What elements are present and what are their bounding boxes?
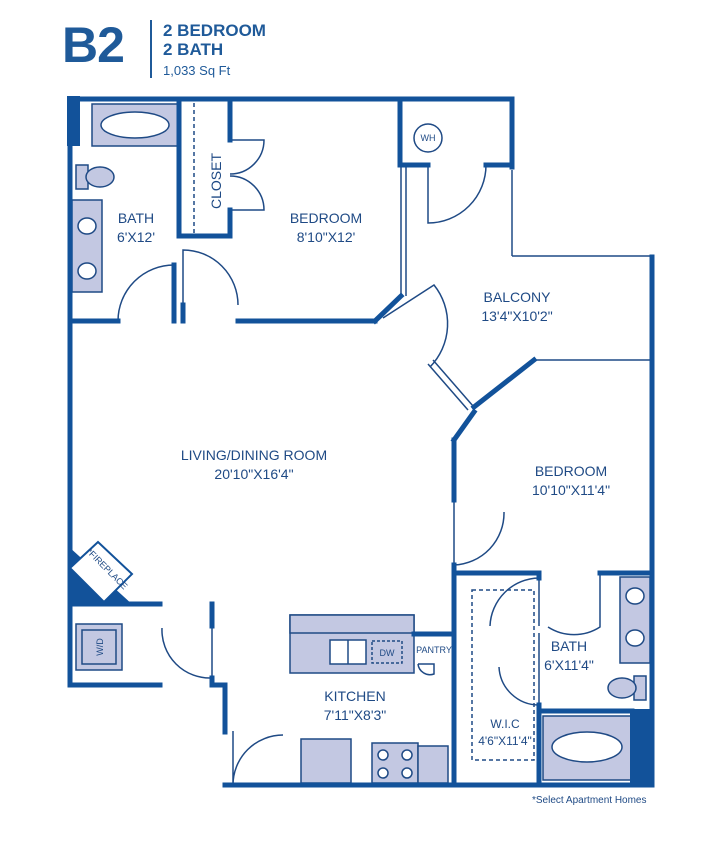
kitchen-name: KITCHEN bbox=[324, 688, 385, 704]
refrigerator bbox=[300, 738, 352, 784]
toilet-lower bbox=[607, 675, 647, 701]
pantry-label: PANTRY bbox=[416, 645, 452, 655]
bath2-name: BATH bbox=[551, 638, 587, 654]
wic-name: W.I.C bbox=[490, 717, 520, 731]
balcony-name: BALCONY bbox=[484, 289, 552, 305]
fireplace bbox=[68, 540, 134, 604]
bath2-size: 6'X11'4" bbox=[544, 657, 594, 673]
counter-right bbox=[417, 745, 449, 784]
square-footage: 1,033 Sq Ft bbox=[163, 63, 231, 78]
bath1-name: BATH bbox=[118, 210, 154, 226]
thin-lines bbox=[193, 103, 652, 411]
bedroom1-name: BEDROOM bbox=[290, 210, 362, 226]
water-heater-label: WH bbox=[421, 133, 436, 143]
walls bbox=[67, 96, 655, 788]
sink-lower-2 bbox=[625, 629, 645, 647]
living-name: LIVING/DINING ROOM bbox=[181, 447, 327, 463]
water-heater bbox=[413, 123, 443, 153]
dishwasher-box bbox=[371, 640, 403, 664]
bedroom2-name: BEDROOM bbox=[535, 463, 607, 479]
bath1-size: 6'X12' bbox=[117, 229, 155, 245]
balcony-size: 13'4"X10'2" bbox=[481, 308, 552, 324]
dishwasher-label: DW bbox=[380, 648, 395, 658]
kitchen-counter-upper bbox=[289, 614, 415, 634]
closet-label: CLOSET bbox=[208, 153, 224, 209]
washer-dryer-label: W/D bbox=[95, 638, 105, 656]
vanity-lower bbox=[619, 576, 651, 664]
washer-dryer bbox=[75, 623, 123, 671]
wic-shelving bbox=[471, 589, 535, 761]
sink-upper-2 bbox=[77, 262, 97, 280]
header-divider bbox=[150, 20, 152, 78]
footnote: *Select Apartment Homes bbox=[532, 795, 647, 806]
tub-basin-lower bbox=[551, 731, 623, 763]
unit-code: B2 bbox=[62, 17, 125, 73]
sink-upper-1 bbox=[77, 217, 97, 235]
wic-size: 4'6"X11'4" bbox=[478, 734, 532, 748]
bedroom1-size: 8'10"X12' bbox=[297, 229, 356, 245]
fixtures bbox=[71, 103, 651, 784]
sink-lower-1 bbox=[625, 587, 645, 605]
bedroom-count: 2 BEDROOM bbox=[163, 21, 266, 40]
bedroom2-size: 10'10"X11'4" bbox=[532, 482, 610, 498]
door-swings bbox=[117, 139, 601, 786]
bath-count: 2 BATH bbox=[163, 40, 224, 59]
toilet-upper bbox=[75, 164, 115, 190]
tub-basin-upper bbox=[100, 111, 170, 139]
kitchen-size: 7'11"X8'3" bbox=[324, 707, 387, 723]
living-size: 20'10"X16'4" bbox=[214, 466, 293, 482]
